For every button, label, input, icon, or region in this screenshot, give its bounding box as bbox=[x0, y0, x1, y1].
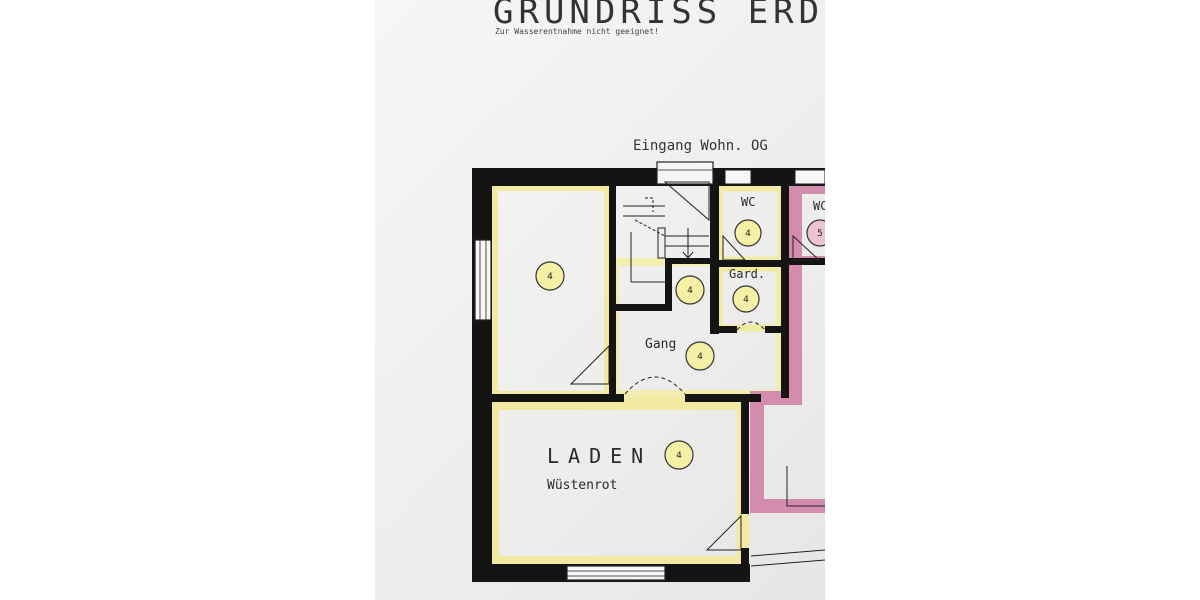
highlight-room-left bbox=[488, 181, 614, 401]
highlight-laden bbox=[487, 398, 749, 568]
wall-inner-v1 bbox=[609, 186, 616, 396]
wall-right-stub bbox=[789, 258, 825, 265]
svg-text:4: 4 bbox=[547, 272, 553, 282]
floor-plan-drawing: WC WC Gard. Gang LADEN Wüstenrot 4 4 4 bbox=[472, 161, 825, 582]
window-top-right bbox=[794, 169, 825, 185]
badge-wc1: 4 bbox=[734, 219, 762, 247]
wall-wc-left bbox=[710, 178, 719, 334]
wall-gang-top bbox=[616, 304, 668, 311]
wall-gard-bottom-r bbox=[765, 326, 781, 333]
room-labels: WC WC Gard. Gang LADEN Wüstenrot bbox=[547, 195, 825, 493]
svg-text:4: 4 bbox=[676, 451, 682, 461]
badge-laden: 4 bbox=[664, 440, 694, 470]
wall-outer-left bbox=[472, 168, 492, 582]
windows bbox=[474, 169, 825, 581]
entrance-label: Eingang Wohn. OG bbox=[633, 138, 768, 154]
door-gang-arc bbox=[624, 376, 686, 395]
door-wc2 bbox=[792, 234, 821, 261]
plan-subtitle: Zur Wasserentnahme nicht geeignet! bbox=[495, 27, 659, 36]
window-top-wc bbox=[724, 169, 752, 185]
svg-text:5: 5 bbox=[817, 229, 823, 239]
room-label-wc2: WC bbox=[813, 199, 825, 213]
plan-title: GRUNDRISS ERDG bbox=[493, 0, 825, 32]
badge-gard: 4 bbox=[732, 285, 760, 313]
badge-wc2: 5 bbox=[806, 219, 825, 247]
door-right-lower bbox=[786, 466, 825, 507]
door-swings bbox=[569, 234, 825, 567]
door-left-room bbox=[569, 344, 610, 385]
door-laden-bottom bbox=[705, 514, 742, 551]
room-label-laden: LADEN bbox=[547, 444, 652, 468]
badge-room-left: 4 bbox=[535, 261, 565, 291]
entrance-door bbox=[656, 161, 714, 222]
svg-text:4: 4 bbox=[697, 352, 703, 362]
room-label-laden-sub: Wüstenrot bbox=[547, 478, 617, 493]
wall-laden-right bbox=[741, 394, 749, 514]
staircase bbox=[623, 197, 709, 283]
wall-wc-mid bbox=[719, 260, 781, 267]
room-label-gang: Gang bbox=[645, 337, 676, 352]
svg-text:4: 4 bbox=[745, 229, 751, 239]
wall-inner-h1b bbox=[685, 394, 761, 402]
room-badges: 4 4 4 5 4 4 4 bbox=[535, 219, 825, 470]
wall-laden-right-low bbox=[741, 548, 749, 582]
wall-outer-top bbox=[476, 168, 825, 186]
room-label-gard: Gard. bbox=[729, 267, 765, 281]
wall-gard-bottom bbox=[719, 326, 737, 333]
door-wc1 bbox=[722, 234, 747, 261]
wall-inner-h1 bbox=[492, 394, 624, 402]
badge-stair: 4 bbox=[675, 275, 705, 305]
svg-text:4: 4 bbox=[687, 286, 693, 296]
room-label-wc1: WC bbox=[741, 195, 755, 209]
door-gard-arc bbox=[736, 321, 766, 331]
window-bottom bbox=[566, 565, 666, 581]
wall-stair-top bbox=[667, 258, 719, 264]
wall-stair-right bbox=[665, 258, 672, 311]
wall-wc-right bbox=[781, 178, 789, 398]
room-highlights bbox=[487, 181, 785, 568]
floor-plan-sheet: GRUNDRISS ERDG Zur Wasserentnahme nicht … bbox=[375, 0, 825, 600]
svg-text:4: 4 bbox=[743, 295, 749, 305]
window-left bbox=[474, 239, 492, 321]
walls bbox=[472, 168, 825, 582]
badge-gang: 4 bbox=[685, 341, 715, 371]
